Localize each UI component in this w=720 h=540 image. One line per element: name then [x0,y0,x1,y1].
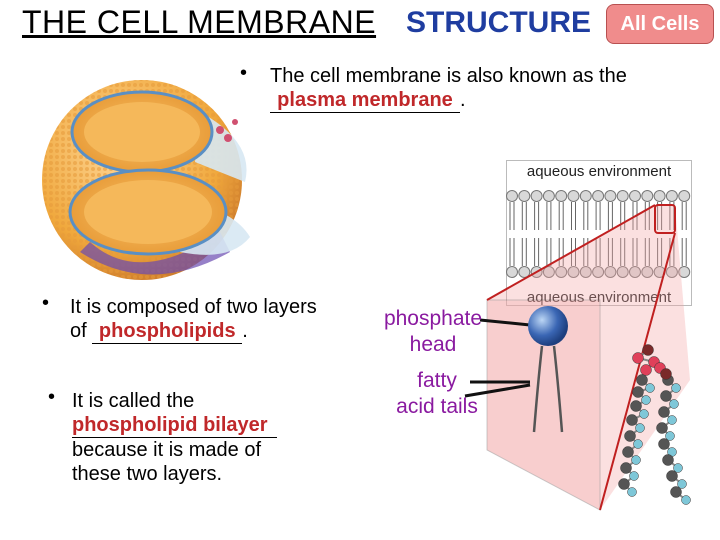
lipid-head [542,190,555,202]
bullet-3-line4: these two layers. [72,463,223,485]
molecule-atom [631,455,641,465]
molecule-atom [633,439,643,449]
answer-phospholipids: phospholipids [98,320,236,342]
lipid-head [567,266,580,278]
molecule-atom [656,422,668,434]
lipid-head [629,266,641,278]
section-title: STRUCTURE [406,6,591,39]
lipid-head [555,190,568,202]
fatty-acid-tails-label: fatty acid tails [384,368,490,420]
lipid-head [555,266,568,278]
lipid-head [665,266,678,278]
lipid-head [604,190,617,202]
molecule-atom [673,463,683,473]
molecule-atom [620,462,632,474]
molecule-atom [630,400,642,412]
lipid-head [542,266,555,278]
molecule-atom [622,446,634,458]
molecule-atom [640,364,652,376]
molecule-atom [667,415,677,425]
molecule-atom [639,409,649,419]
phospholipid-model [528,306,568,433]
molecule-atom [658,406,670,418]
page-title: THE CELL MEMBRANE [22,4,377,40]
molecule-atom [658,438,670,450]
molecule-atom [642,344,654,356]
molecule-atom [629,471,639,481]
lipid-head [641,266,654,278]
lipid-head [616,190,629,202]
molecule-atom [626,414,638,426]
lipid-head [653,190,666,202]
molecule-atom [635,423,645,433]
lipid-head [665,190,678,202]
lipid-head [641,190,654,202]
lipid-head [506,266,518,278]
answer-phospholipid-bilayer: phospholipid bilayer [72,414,268,436]
phosphate-label-line2: head [409,333,457,356]
molecule-atom [641,395,651,405]
lipid-head [506,190,518,202]
lipid-head [579,266,592,278]
lipid-head [518,190,531,202]
bullet-2-end: . [242,320,248,342]
bullet-2-line1: It is composed of two layers [70,296,317,318]
molecule-atom [669,399,679,409]
lipid-head [629,190,641,202]
lipid-head [604,266,617,278]
lipid-head [592,266,605,278]
molecule-atom [665,431,675,441]
all-cells-button[interactable]: All Cells [606,4,714,44]
bullet-1: The cell membrane is also known as the p… [270,64,710,113]
molecule-atom [662,454,674,466]
lipid-head [678,190,691,202]
lipid-head [530,266,543,278]
answer-plasma-membrane: plasma membrane [277,89,453,111]
lipid-head [592,190,605,202]
blank-3: phospholipid bilayer [72,413,277,438]
bullet-1-end: . [460,89,466,111]
molecule-atom [681,495,691,505]
aqueous-label-top: aqueous environment [526,163,672,180]
molecule-atom [627,487,637,497]
molecule-atom [671,383,681,393]
lipid-head [567,190,580,202]
molecule-atom [645,383,655,393]
phosphate-label-line1: phosphate [383,307,483,330]
molecule-atom [670,486,682,498]
molecule-atom [677,479,687,489]
molecule-atom [660,368,672,380]
bullet-1-text: The cell membrane is also known as the [270,65,627,87]
blank-2: phospholipids [92,319,243,344]
cell-illustration [42,80,250,280]
bilayer-lipids [506,190,691,278]
molecule-atom [624,430,636,442]
lipid-head [678,266,691,278]
lipid-head [530,190,543,202]
bullet-2: It is composed of two layers of phosphol… [70,295,370,344]
lipid-head [653,266,666,278]
molecule-atom [660,390,672,402]
lipid-head [518,266,531,278]
bullet-3: It is called the phospholipid bilayer be… [72,389,332,486]
phosphate-head-label: phosphate head [378,306,488,358]
lipid-head [579,190,592,202]
bullet-3-line3: because it is made of [72,439,261,461]
molecule-atom [632,352,644,364]
bullet-marker: • [48,386,56,408]
lipid-head [616,266,629,278]
bullet-marker: • [240,62,248,84]
molecule-atom [618,478,630,490]
bullet-3-line1: It is called the [72,390,195,412]
molecule-atom [632,386,644,398]
molecule-atom [666,470,678,482]
molecule-atom [636,374,648,386]
bullet-marker: • [42,292,50,314]
tails-label-line1: fatty [417,369,457,392]
blank-1: plasma membrane [270,88,460,113]
tails-label-line2: acid tails [396,395,478,418]
bullet-2-prefix: of [70,320,87,342]
molecule-model-icon [618,344,691,505]
